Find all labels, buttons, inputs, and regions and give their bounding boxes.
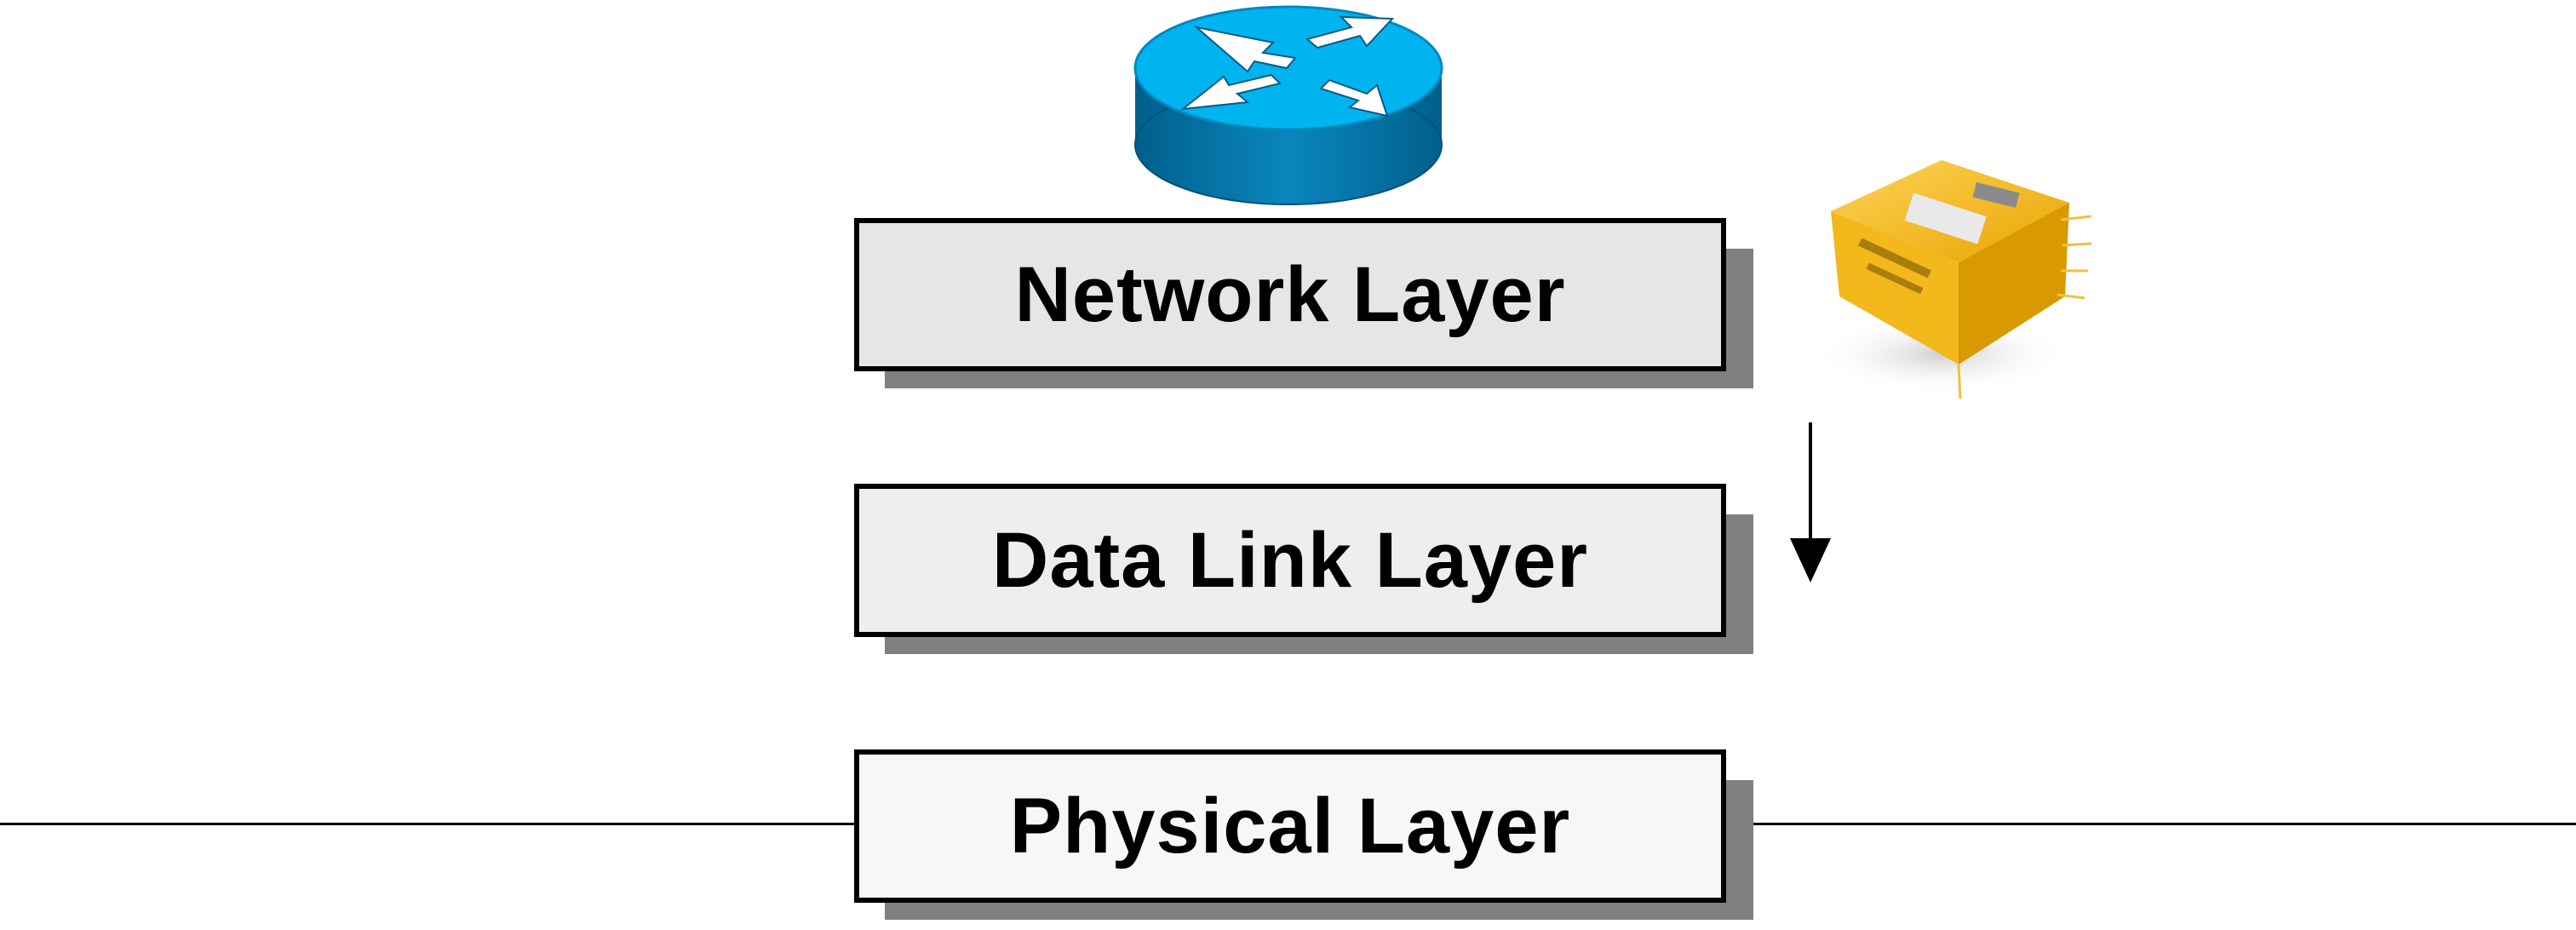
network-layer-label: Network Layer — [1014, 250, 1566, 338]
physical-layer: Physical Layer — [854, 749, 1753, 920]
router-icon — [1133, 5, 1443, 205]
data-link-layer-box: Data Link Layer — [854, 484, 1726, 637]
physical-layer-box: Physical Layer — [854, 749, 1726, 903]
physical-layer-label: Physical Layer — [1009, 782, 1571, 870]
data-link-layer: Data Link Layer — [854, 484, 1753, 654]
down-arrow-icon — [1790, 422, 1831, 583]
network-layer: Network Layer — [854, 218, 1753, 388]
data-link-layer-label: Data Link Layer — [991, 516, 1589, 604]
data-frame-icon — [1814, 160, 2092, 399]
network-layer-box: Network Layer — [854, 218, 1726, 371]
